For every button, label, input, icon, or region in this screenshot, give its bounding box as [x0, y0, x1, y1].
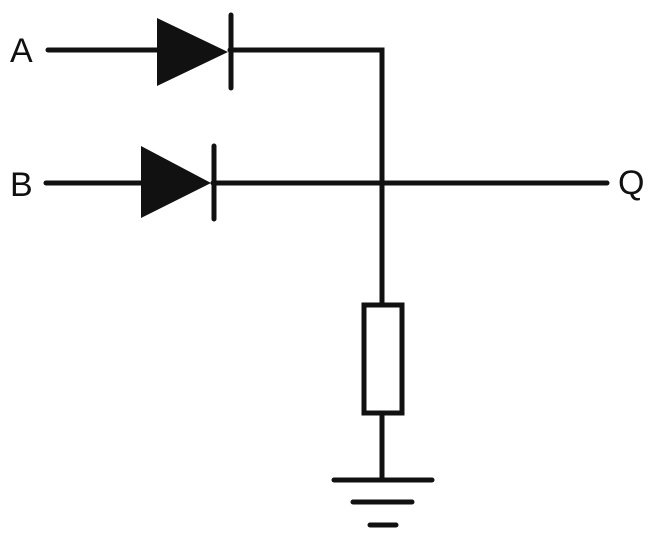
wire-a-output: [227, 47, 385, 308]
input-b-label: B: [10, 166, 33, 204]
input-a-label: A: [10, 32, 33, 70]
output-q-label: Q: [618, 164, 644, 202]
diode-b-triangle: [141, 146, 211, 218]
resistor: [361, 302, 405, 416]
ground-symbol: [331, 477, 435, 528]
wires: [43, 47, 610, 483]
diode-a-triangle: [157, 18, 228, 86]
diode-b: [141, 143, 217, 222]
diode-a: [157, 12, 234, 91]
